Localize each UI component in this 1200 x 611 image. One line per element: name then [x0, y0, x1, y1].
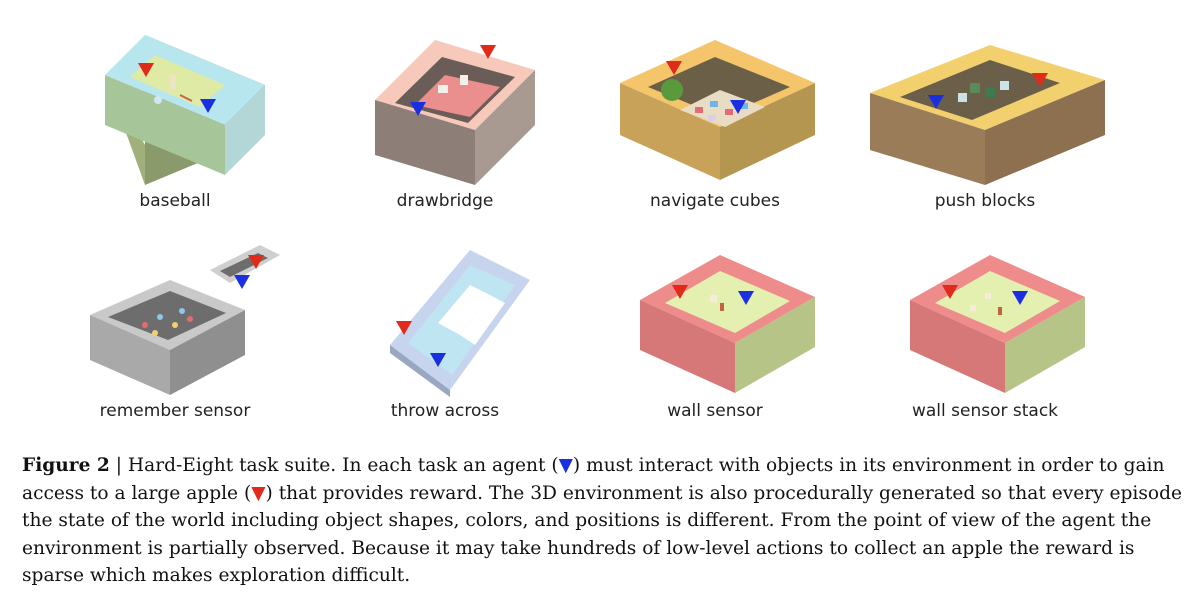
wall-sensor-environment-render: [640, 255, 815, 393]
task-navigate-cubes: navigate cubes: [580, 10, 850, 220]
task-label: push blocks: [934, 191, 1036, 211]
caption-text-part2: ) must interact with objects in its envi…: [22, 455, 1165, 504]
task-label: navigate cubes: [650, 191, 780, 211]
apple-marker-icon: [396, 321, 412, 335]
push-blocks-environment-render: [870, 45, 1105, 185]
task-throw-across: throw across: [310, 220, 580, 430]
task-remember-sensor: remember sensor: [40, 220, 310, 430]
figure-label: Figure 2: [22, 455, 110, 476]
agent-marker-icon: [738, 291, 754, 305]
caption-text-part3: ) that provides reward. The 3D environme…: [22, 482, 1183, 587]
task-push-blocks: push blocks: [850, 10, 1120, 220]
baseball-environment-render: [105, 35, 265, 185]
task-wall-sensor-stack: wall sensor stack: [850, 220, 1120, 430]
wall-sensor-stack-environment-render: [910, 255, 1085, 393]
caption-separator: |: [109, 455, 128, 476]
apple-marker-icon: [942, 285, 958, 299]
task-label: wall sensor stack: [911, 401, 1059, 421]
task-label: wall sensor: [667, 401, 763, 421]
task-label: remember sensor: [99, 401, 251, 421]
agent-marker-icon: [234, 275, 250, 289]
apple-marker-icon: [1032, 73, 1048, 87]
agent-marker-icon: [730, 100, 746, 114]
apple-marker-icon: [480, 45, 496, 59]
navigate-cubes-environment-render: [620, 40, 815, 180]
task-wall-sensor: wall sensor: [580, 220, 850, 430]
agent-marker-icon: [410, 102, 426, 116]
apple-marker-icon: [672, 285, 688, 299]
agent-marker-icon: [200, 99, 216, 113]
agent-marker-icon: [1012, 291, 1028, 305]
agent-symbol-icon: ▼: [558, 455, 573, 476]
remember-sensor-environment-render: [90, 245, 280, 395]
task-label: drawbridge: [396, 191, 494, 211]
task-label: throw across: [390, 401, 500, 421]
figure-caption: Figure 2 | Hard-Eight task suite. In eac…: [22, 452, 1182, 590]
task-label: baseball: [139, 191, 211, 211]
agent-marker-icon: [430, 353, 446, 367]
drawbridge-environment-render: [375, 40, 535, 185]
apple-symbol-icon: ▼: [251, 482, 266, 504]
throw-across-environment-render: [390, 250, 530, 397]
task-baseball: baseball: [40, 10, 310, 220]
agent-marker-icon: [928, 95, 944, 109]
apple-marker-icon: [138, 63, 154, 77]
task-grid: baseball drawbridge: [40, 10, 1160, 430]
apple-marker-icon: [248, 255, 264, 269]
task-drawbridge: drawbridge: [310, 10, 580, 220]
apple-marker-icon: [666, 61, 682, 75]
caption-text-part1: Hard-Eight task suite. In each task an a…: [127, 455, 559, 476]
